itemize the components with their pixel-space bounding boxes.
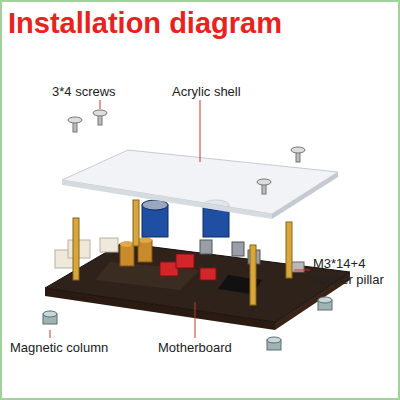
part-label: Motherboard <box>158 340 268 356</box>
part-label: 3*4 screws <box>52 84 152 100</box>
motherboard <box>45 200 350 330</box>
part-label: Magnetic column <box>10 340 130 356</box>
title: Installation diagram <box>8 6 282 40</box>
part-label: M3*14+4 copper pillar <box>313 256 397 288</box>
screw <box>68 110 305 194</box>
part-label: Acrylic shell <box>172 84 282 100</box>
leader-line <box>50 100 310 338</box>
